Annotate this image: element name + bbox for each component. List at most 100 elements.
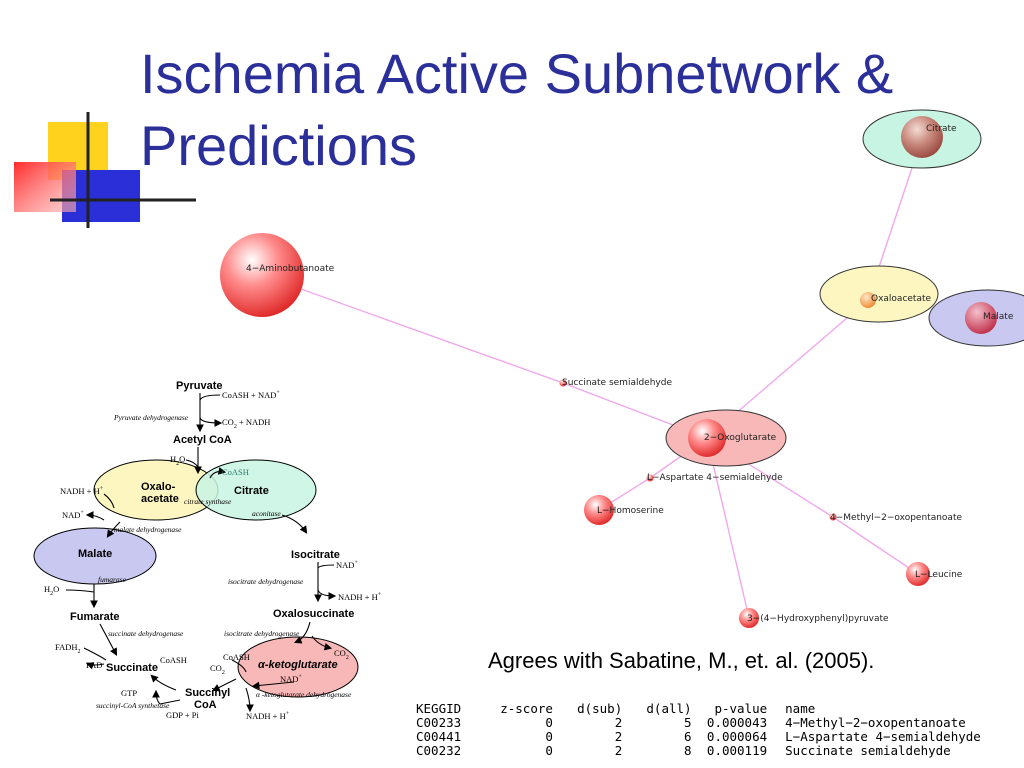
cell-name: L−Aspartate 4−semialdehyde [785,729,981,744]
cycle-malate: Malate [78,548,112,560]
cycle-gtp: GTP [121,688,137,698]
malate-node[interactable] [965,302,997,334]
col-name: name [785,701,816,716]
cell-d-sub: 2 [614,729,623,744]
cycle-succinyl-synthetase: succinyl-CoA synthetase [96,701,170,710]
cycle-ketoglutarate: α-ketoglutarate [258,659,338,671]
cycle-isocitrate: Isocitrate [291,549,340,561]
cycle-oxalo-line1: Oxalo- [141,481,176,493]
cycle-nad: NAD+ [62,510,84,520]
hydroxyphenyl-node[interactable] [739,608,759,628]
cycle-pyruvate-dh: Pyruvate dehydrogenase [113,413,189,422]
col-d-all: d(all) [646,701,692,716]
cell-z-score: 0 [545,743,553,758]
oxaloacetate-label: Oxaloacetate [871,294,932,304]
citrate-label: Citrate [926,124,957,134]
cycle-isocitrate-dh-2: isocitrate dehydrogenase [224,629,300,638]
cycle-co2-3: CO2 [210,663,225,676]
cell-p-value: 0.000064 [706,729,768,744]
cycle-malate-dh: malate dehydrogenase [114,525,182,534]
leucine-label: L−Leucine [915,570,963,580]
edge-methyloxo-leucine [832,516,919,575]
oxoglutarate-label: 2−Oxoglutarate [704,433,777,443]
cycle-fadh2: FADH2 [55,642,81,655]
leucine-node[interactable] [906,562,930,586]
cycle-malate-ellipse [33,527,157,585]
cycle-oxalosuccinate: Oxalosuccinate [273,608,354,620]
cycle-fumarate: Fumarate [70,611,120,623]
cycle-coash-nad: CoASH + NAD+ [222,390,280,400]
cycle-keto-dh: α -ketoglutarate dehydrogenase [256,690,352,699]
cycle-h2o: H2O [170,454,185,467]
cycle-coash: CoASH [222,467,249,477]
cycle-h2o-2: H2O [44,584,59,597]
cycle-citrate-synthase: citrate synthase [184,497,232,506]
table-row: C00441 0 2 6 0.000064 L−Aspartate 4−semi… [416,730,1024,744]
cell-d-all: 8 [684,743,692,758]
cell-z-score: 0 [545,729,553,744]
asp-semi-label: L−Aspartate 4−semialdehyde [647,473,783,483]
cycle-nad-2: NAD+ [336,560,358,570]
col-d-sub: d(sub) [577,701,623,716]
asp-semi-node[interactable] [646,474,654,482]
succ-semi-label: Succinate semialdehyde [562,378,672,388]
cell-d-all: 6 [684,729,692,744]
hydroxyphenyl-label: 3−(4−Hydroxyphenyl)pyruvate [747,614,889,624]
col-z-score: z-score [500,701,553,716]
cycle-citrate-ellipse [195,459,317,521]
cell-d-sub: 2 [614,715,623,730]
red-square [14,162,76,212]
cell-name: Succinate semialdehyde [785,743,951,758]
citation-text: Agrees with Sabatine, M., et. al. (2005)… [488,648,875,673]
cycle-pyruvate: Pyruvate [176,380,222,392]
table-row: C00232 0 2 8 0.000119 Succinate semialde… [416,744,1024,758]
col-p-value: p-value [714,701,768,716]
cycle-co2-2: CO2 [334,648,349,661]
table-row: C00233 0 2 5 0.000043 4−Methyl−2−oxopent… [416,716,1024,730]
homoserine-label: L−Homoserine [597,506,664,516]
oxaloacetate-halo [819,265,939,323]
cycle-nadh-h-3: NADH + H+ [246,711,290,721]
cycle-isocitrate-dh: isocitrate dehydrogenase [228,577,304,586]
cell-p-value: 0.000043 [706,715,768,730]
col-keggid: KEGGID [416,701,462,716]
cycle-succinate-dh: succinate dehydrogenase [108,629,184,638]
cycle-nad-3: NAD+ [280,674,302,684]
slide-title: Ischemia Active Subnetwork & Predictions [140,38,1000,181]
predictions-table: KEGGID z-score d(sub) d(all) p-value nam… [416,702,1024,758]
oxaloacetate-node[interactable] [860,292,876,308]
cell-name: 4−Methyl−2−oxopentanoate [785,715,966,730]
citrate-node[interactable] [901,116,943,158]
succ-semi-node[interactable] [559,379,567,387]
cycle-co2-nadh: CO2 + NADH [222,417,270,430]
edge-oxoglutarate-hydroxyphenyl [706,437,750,619]
cycle-fad: FAD [86,660,102,670]
corner-decoration [14,112,196,228]
methyl-oxo-label: 4−Methyl−2−oxopentanoate [830,513,962,523]
cycle-arrows [65,393,337,713]
oxoglutarate-node[interactable] [688,419,726,457]
methyl-oxo-node[interactable] [829,513,837,521]
cell-z-score: 0 [545,715,553,730]
homoserine-node[interactable] [584,495,614,525]
table-header-row: KEGGID z-score d(sub) d(all) p-value nam… [416,702,1024,716]
cell-keggid: C00233 [416,715,462,730]
cell-keggid: C00441 [416,729,462,744]
cycle-acetyl-coa: Acetyl CoA [173,434,232,446]
aminobutanoate-node[interactable] [220,233,304,317]
cell-d-sub: 2 [614,743,623,758]
cycle-succinate: Succinate [106,662,158,674]
cycle-nadh-h-2: NADH + H+ [338,592,382,602]
cell-d-all: 5 [684,715,692,730]
edge-aminobutanoate-succsemi [261,274,564,384]
title-line-2: Predictions [140,113,418,177]
cycle-citrate: Citrate [234,485,269,497]
cycle-nadh-h: NADH + H+ [60,486,104,496]
title-line-1: Ischemia Active Subnetwork & [140,42,894,105]
cycle-aconitase: aconitase [252,509,281,518]
cycle-succinyl-line1: Succinyl [185,687,230,699]
cycle-succinyl-line2: CoA [194,699,217,711]
cycle-coash-3: CoASH [160,655,187,665]
cell-keggid: C00232 [416,743,462,758]
